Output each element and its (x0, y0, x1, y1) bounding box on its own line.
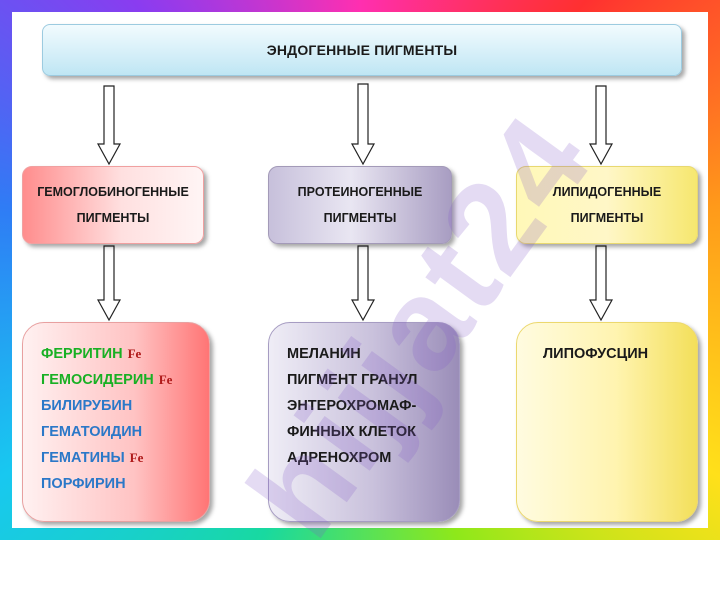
list-item: БИЛИРУБИН (41, 398, 133, 414)
category-lip-line2: ПИГМЕНТЫ (570, 211, 644, 225)
category-pro-line2: ПИГМЕНТЫ (323, 211, 397, 225)
list-item: ПОРФИРИН (41, 476, 126, 492)
arrow-title-to-lip (588, 85, 614, 166)
arrow-lip-to-items (588, 245, 614, 322)
lip-items-box: ЛИПОФУСЦИН (516, 322, 698, 522)
category-pro-line1: ПРОТЕИНОГЕННЫЕ (297, 185, 423, 199)
diagram-title-text: ЭНДОГЕННЫЕ ПИГМЕНТЫ (266, 42, 458, 58)
list-item: ПИГМЕНТ ГРАНУЛ (287, 372, 418, 388)
category-hem-line2: ПИГМЕНТЫ (76, 211, 150, 225)
list-item: ЛИПОФУСЦИН (543, 346, 649, 362)
list-item: ФИННЫХ КЛЕТОК (287, 424, 416, 440)
list-item: ГЕМАТОИДИН (41, 424, 143, 440)
category-hem-line1: ГЕМОГЛОБИНОГЕННЫЕ (37, 185, 189, 199)
pro-items-list: МЕЛАНИН ПИГМЕНТ ГРАНУЛ ЭНТЕРОХРОМАФ- ФИН… (287, 341, 417, 471)
iron-marker: Fe (129, 450, 144, 465)
arrow-title-to-pro (350, 83, 376, 166)
list-item: АДРЕНОХРОМ (287, 450, 392, 466)
diagram-title: ЭНДОГЕННЫЕ ПИГМЕНТЫ (42, 24, 682, 76)
category-lipidogenic: ЛИПИДОГЕННЫЕ ПИГМЕНТЫ (516, 166, 698, 244)
category-lip-line1: ЛИПИДОГЕННЫЕ (552, 185, 662, 199)
arrow-hem-to-items (96, 245, 122, 322)
iron-marker: Fe (158, 372, 173, 387)
category-proteinogenic: ПРОТЕИНОГЕННЫЕ ПИГМЕНТЫ (268, 166, 452, 244)
pro-items-box: МЕЛАНИН ПИГМЕНТ ГРАНУЛ ЭНТЕРОХРОМАФ- ФИН… (268, 322, 460, 522)
iron-marker: Fe (127, 346, 142, 361)
category-hemoglobinogenic: ГЕМОГЛОБИНОГЕННЫЕ ПИГМЕНТЫ (22, 166, 204, 244)
arrow-title-to-hem (96, 85, 122, 166)
connector-arrows (96, 83, 614, 322)
list-item: МЕЛАНИН (287, 346, 361, 362)
arrow-pro-to-items (350, 245, 376, 322)
lip-items-list: ЛИПОФУСЦИН (543, 341, 648, 367)
list-item: ЭНТЕРОХРОМАФ- (287, 398, 417, 414)
